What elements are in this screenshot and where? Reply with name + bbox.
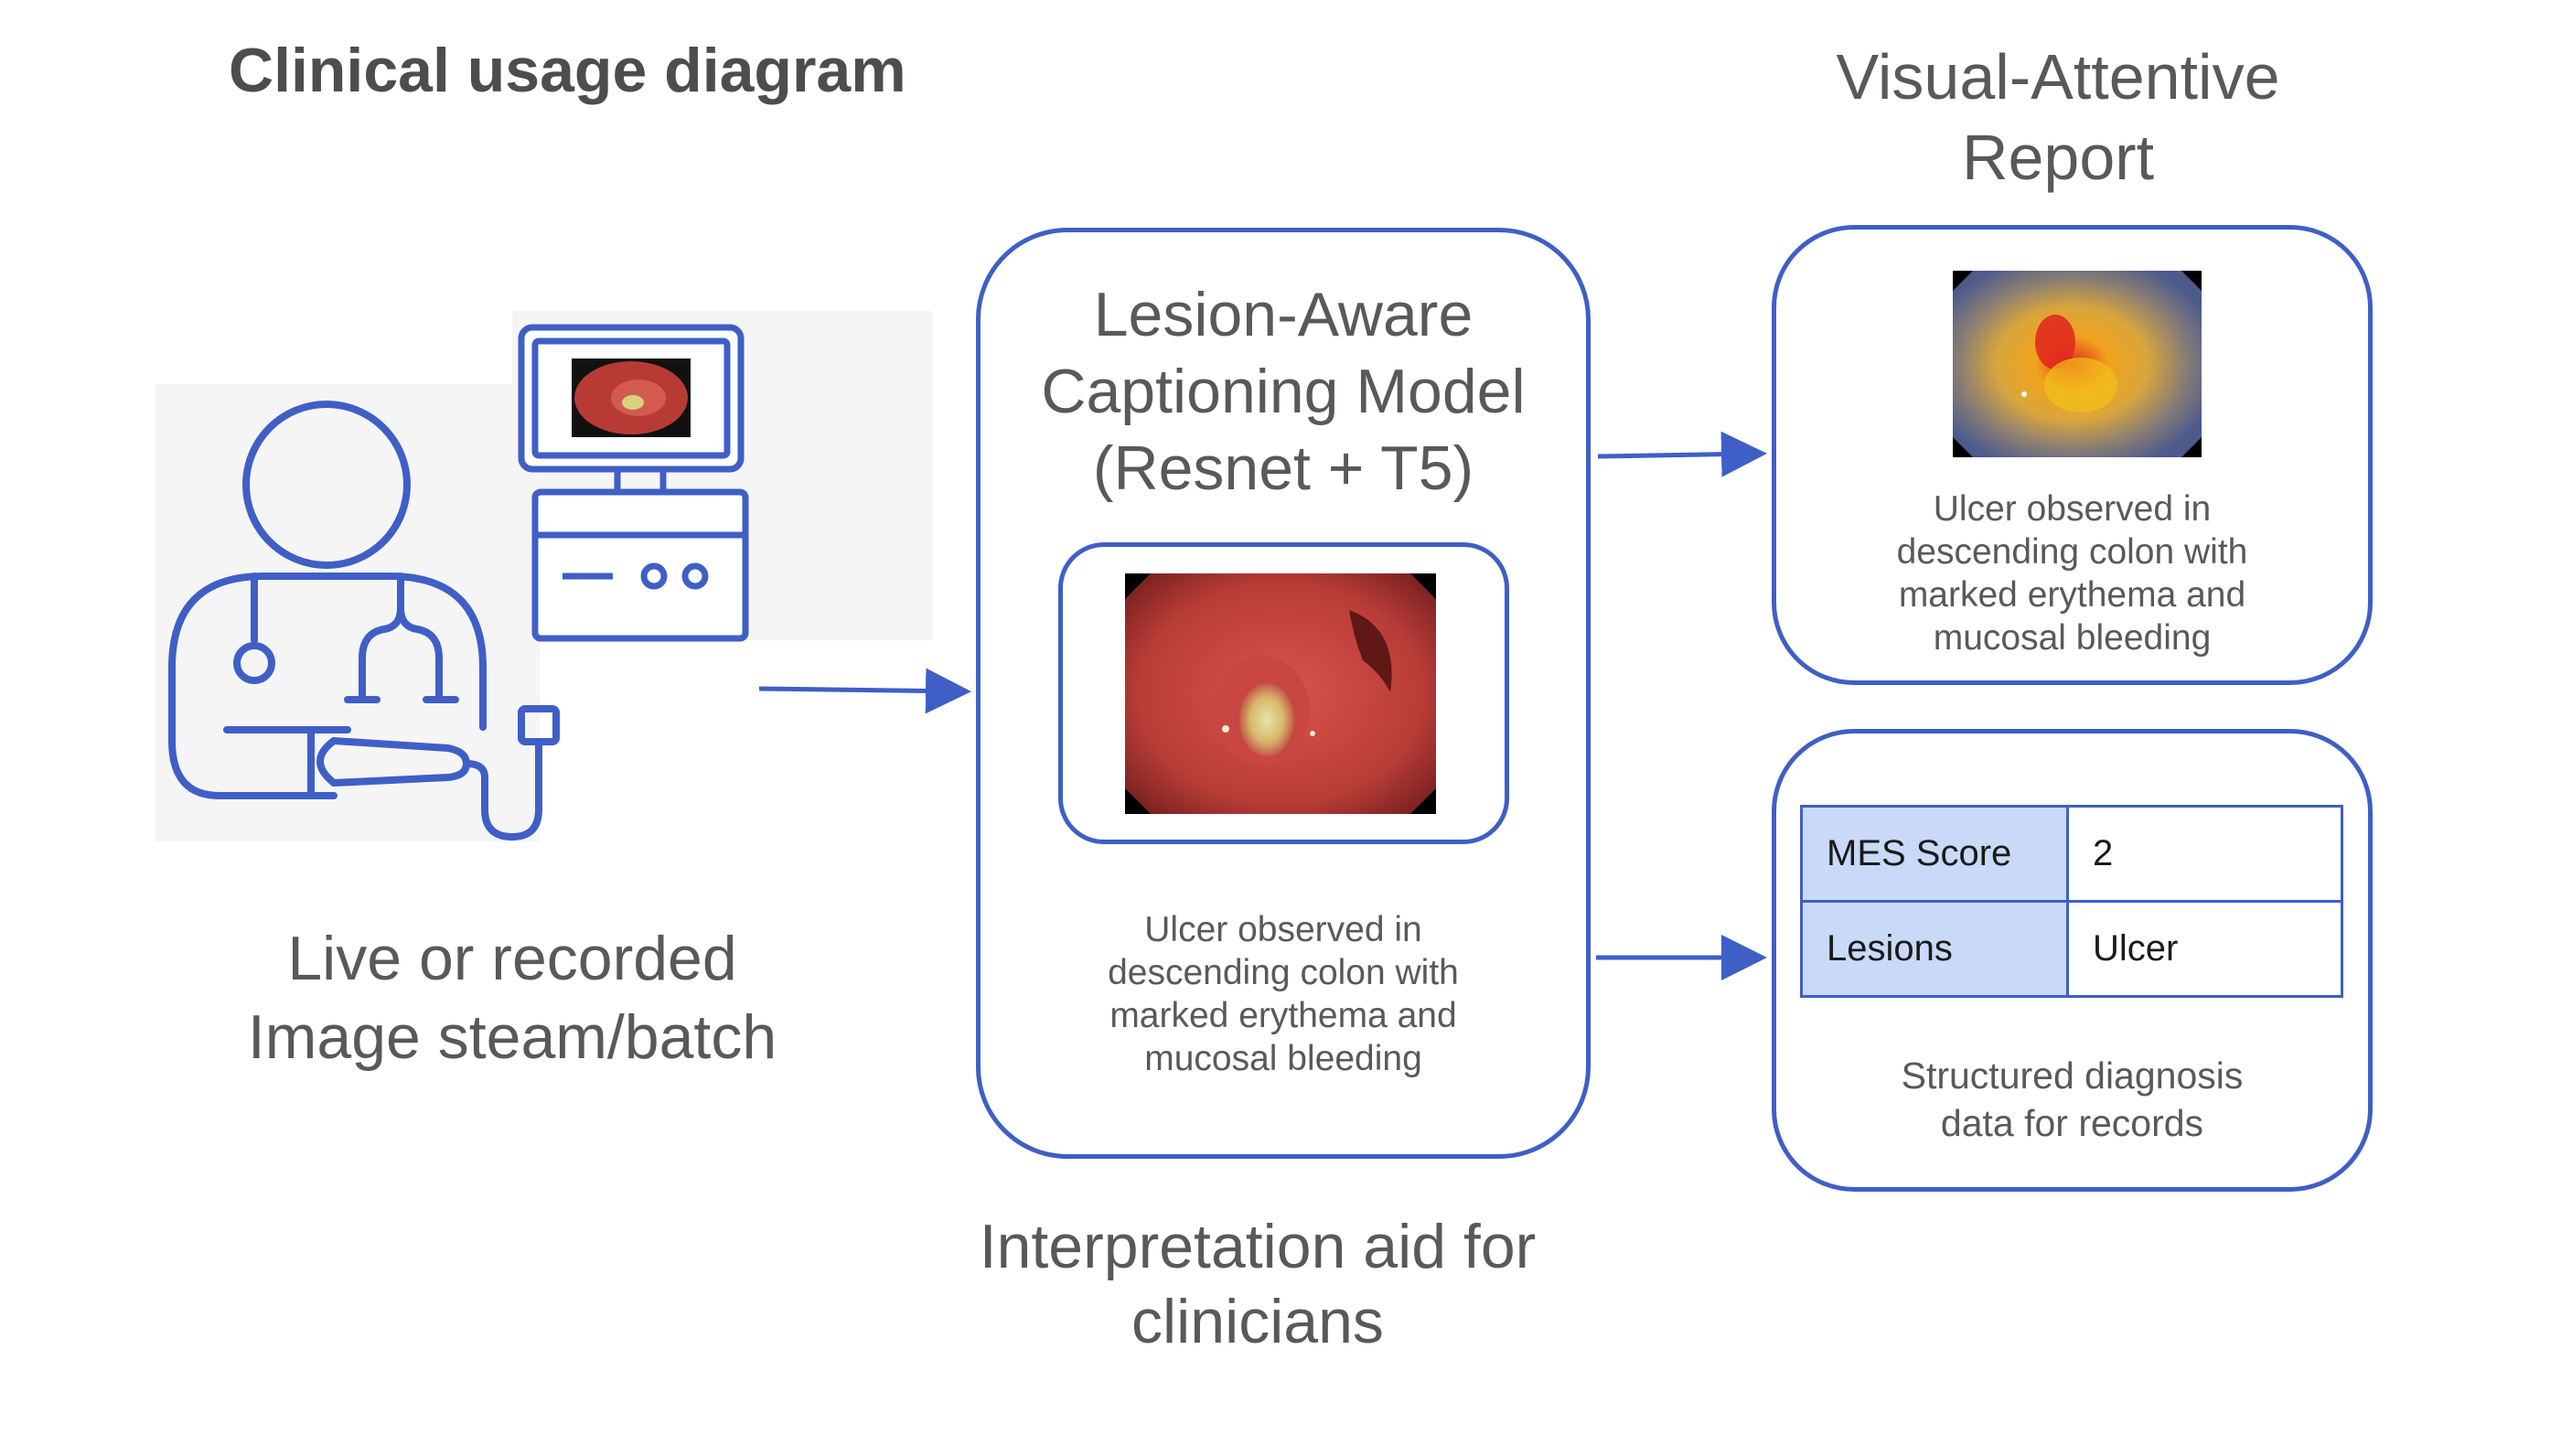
interpretation-aid-line: Interpretation aid for xyxy=(979,1212,1537,1281)
source-label-line: Image steam/batch xyxy=(247,1002,777,1072)
structured-data-table: MES Score 2 Lesions Ulcer xyxy=(1800,805,2343,998)
report-caption-line: descending colon with xyxy=(1896,532,2248,572)
clinician-illustration xyxy=(155,311,933,841)
source-label: Live or recorded Image steam/batch xyxy=(183,919,841,1076)
report-caption: Ulcer observed in descending colon with … xyxy=(1772,487,2373,659)
interpretation-aid-label: Interpretation aid for clinicians xyxy=(915,1209,1601,1359)
table-value-cell: 2 xyxy=(2066,805,2343,903)
model-title-line: Lesion-Aware xyxy=(1093,280,1474,349)
report-title-line: Report xyxy=(1961,122,2155,193)
endoscopy-image xyxy=(1125,573,1436,814)
table-row: Lesions Ulcer xyxy=(1800,900,2343,998)
structured-data-box xyxy=(1772,729,2373,1192)
table-key-cell: Lesions xyxy=(1800,900,2069,998)
table-row: MES Score 2 xyxy=(1800,805,2343,903)
model-title: Lesion-Aware Captioning Model (Resnet + … xyxy=(976,276,1591,507)
report-caption-line: Ulcer observed in xyxy=(1933,489,2212,529)
model-caption-line: mucosal bleeding xyxy=(1144,1039,1422,1078)
report-title: Visual-Attentive Report xyxy=(1784,37,2332,198)
arrow-source-to-model xyxy=(758,668,971,714)
captioning-model-box xyxy=(976,228,1591,1159)
structured-caption: Structured diagnosis data for records xyxy=(1772,1052,2373,1147)
structured-caption-line: Structured diagnosis xyxy=(1901,1055,2244,1097)
model-caption-line: descending colon with xyxy=(1108,953,1459,992)
endoscopy-thumbnail xyxy=(572,359,691,437)
table-value-cell: Ulcer xyxy=(2066,900,2343,998)
visual-report-box xyxy=(1772,225,2373,685)
model-caption: Ulcer observed in descending colon with … xyxy=(976,908,1591,1080)
model-caption-line: Ulcer observed in xyxy=(1144,910,1422,949)
structured-caption-line: data for records xyxy=(1940,1102,2204,1144)
arrow-model-to-report xyxy=(1597,431,1767,477)
table-key-cell: MES Score xyxy=(1800,805,2069,903)
diagram-title: Clinical usage diagram xyxy=(229,36,906,105)
model-title-line: (Resnet + T5) xyxy=(1092,434,1474,503)
model-title-line: Captioning Model xyxy=(1041,357,1526,426)
clinician-icon xyxy=(168,401,487,799)
report-caption-line: marked erythema and xyxy=(1898,575,2246,615)
model-caption-line: marked erythema and xyxy=(1109,996,1457,1035)
report-caption-line: mucosal bleeding xyxy=(1933,618,2212,658)
source-label-line: Live or recorded xyxy=(287,924,737,993)
interpretation-aid-line: clinicians xyxy=(1131,1287,1384,1356)
attention-heatmap-image xyxy=(1953,271,2202,457)
report-title-line: Visual-Attentive xyxy=(1836,41,2280,112)
endoscope-probe-icon xyxy=(316,705,560,840)
endoscopy-image-frame xyxy=(1058,542,1509,844)
